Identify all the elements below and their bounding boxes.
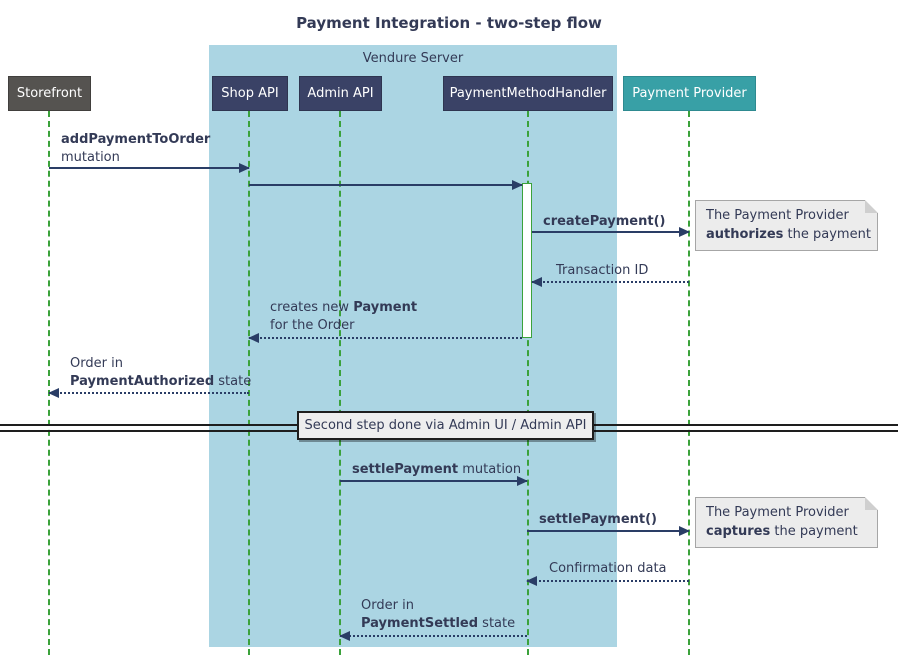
arrowhead-icon bbox=[679, 526, 690, 536]
arrow-settle-payment-call bbox=[527, 526, 690, 536]
message-label-payment-authorized: Order in PaymentAuthorized state bbox=[70, 356, 252, 389]
arrowhead-icon bbox=[517, 476, 528, 486]
message-label-settle-payment-mutation: settlePayment mutation bbox=[352, 462, 522, 477]
message-label-add-payment: addPaymentToOrder mutation bbox=[61, 132, 211, 165]
arrowhead-icon bbox=[248, 333, 259, 343]
arrow-payment-authorized bbox=[48, 388, 249, 398]
participant-payment-method-handler: PaymentMethodHandler bbox=[443, 76, 613, 111]
arrow-transaction-id bbox=[531, 277, 689, 287]
message-label-create-payment: createPayment() bbox=[543, 214, 666, 229]
message-label-creates-payment: creates new Payment for the Order bbox=[270, 300, 418, 333]
divider-label: Second step done via Admin UI / Admin AP… bbox=[297, 411, 594, 440]
lifeline-admin-api bbox=[339, 111, 341, 655]
arrow-add-payment-to-order bbox=[49, 163, 250, 173]
message-label-transaction-id: Transaction ID bbox=[556, 263, 649, 278]
note-authorizes: The Payment Provider authorizes the paym… bbox=[695, 200, 878, 251]
note-fold-icon bbox=[865, 497, 878, 510]
note-fold-icon bbox=[865, 200, 878, 213]
arrow-creates-payment bbox=[248, 333, 522, 343]
participant-payment-provider: Payment Provider bbox=[623, 76, 756, 111]
arrowhead-icon bbox=[526, 576, 537, 586]
lifeline-storefront bbox=[48, 111, 50, 655]
lifeline-payment-method-handler bbox=[527, 111, 529, 655]
arrow-confirmation-data bbox=[526, 576, 689, 586]
participant-storefront: Storefront bbox=[8, 76, 91, 111]
participant-admin-api: Admin API bbox=[299, 76, 382, 111]
arrow-settle-payment-mutation bbox=[340, 476, 528, 486]
diagram-title: Payment Integration - two-step flow bbox=[296, 14, 602, 32]
note-captures: The Payment Provider captures the paymen… bbox=[695, 497, 878, 548]
vendure-server-container: Vendure Server bbox=[209, 45, 617, 647]
arrowhead-icon bbox=[48, 388, 59, 398]
message-label-confirmation-data: Confirmation data bbox=[549, 561, 667, 576]
arrowhead-icon bbox=[239, 163, 250, 173]
participant-shop-api: Shop API bbox=[212, 76, 288, 111]
arrowhead-icon bbox=[512, 180, 523, 190]
lifeline-payment-provider bbox=[688, 111, 690, 655]
arrow-shop-to-handler bbox=[249, 180, 523, 190]
lifeline-shop-api bbox=[248, 111, 250, 655]
arrow-create-payment bbox=[532, 227, 690, 237]
arrowhead-icon bbox=[339, 631, 350, 641]
arrowhead-icon bbox=[679, 227, 690, 237]
arrowhead-icon bbox=[531, 277, 542, 287]
message-label-settle-payment-call: settlePayment() bbox=[539, 512, 657, 527]
activation-bar bbox=[522, 183, 532, 338]
arrow-payment-settled bbox=[339, 631, 527, 641]
message-label-payment-settled: Order in PaymentSettled state bbox=[361, 598, 516, 631]
vendure-server-label: Vendure Server bbox=[362, 51, 464, 66]
